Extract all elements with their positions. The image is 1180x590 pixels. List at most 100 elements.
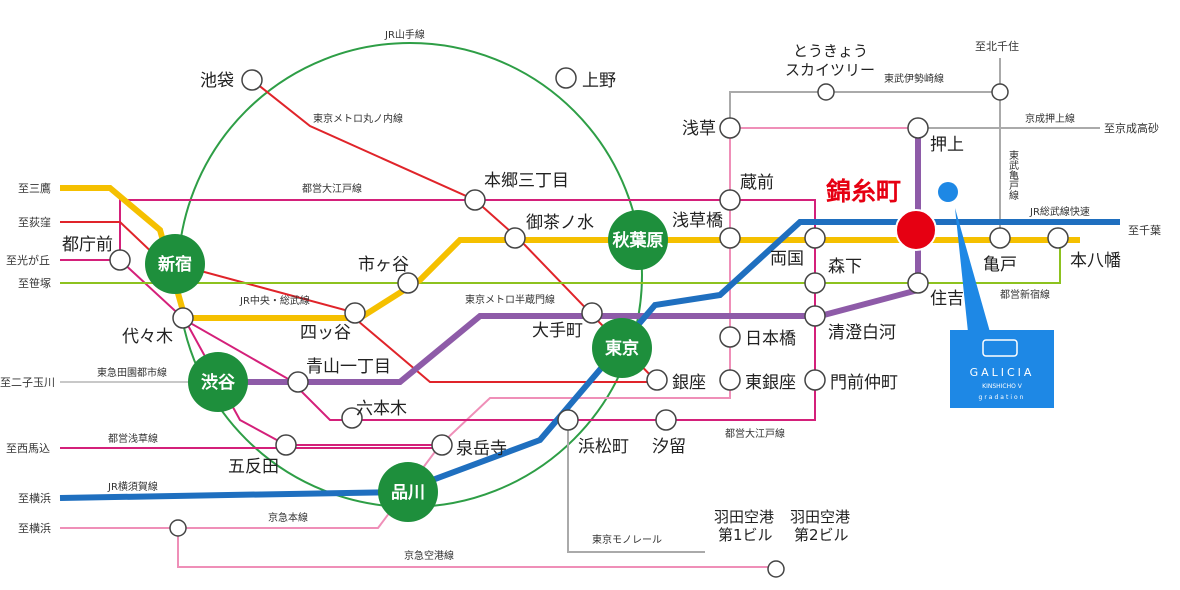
station-keikyu-west	[169, 519, 187, 537]
dir-sasazuka: 至笹塚	[18, 277, 51, 290]
station-shiodome	[655, 409, 677, 431]
label-haneda2-1: 羽田空港	[790, 508, 850, 526]
label-hongo: 本郷三丁目	[484, 171, 569, 191]
station-ueno	[555, 67, 577, 89]
line-label-hanzomon: 東京メトロ半蔵門線	[465, 293, 555, 306]
hub-shibuya: 渋谷	[188, 352, 248, 412]
station-asakusabashi	[719, 227, 741, 249]
label-yoyogi: 代々木	[122, 327, 173, 347]
label-yotsuya: 四ッ谷	[300, 323, 351, 343]
station-monzen	[804, 369, 826, 391]
label-ueno: 上野	[582, 71, 616, 91]
line-label-sobu-rapid: JR総武線快速	[1029, 205, 1090, 218]
hub-shinagawa: 品川	[378, 462, 438, 522]
station-tochomae	[109, 249, 131, 271]
label-roppongi: 六本木	[356, 399, 407, 419]
line-label-keisei-oshiage: 京成押上線	[1025, 112, 1075, 125]
station-gotanda	[275, 434, 297, 456]
line-label-chuo-sobu: JR中央・総武線	[239, 294, 310, 307]
dir-keiseitakasago: 至京成高砂	[1104, 121, 1159, 135]
station-kitasenju	[991, 83, 1009, 101]
line-label-yamanote: JR山手線	[384, 28, 425, 41]
station-sengakuji	[431, 434, 453, 456]
station-ryogoku	[804, 227, 826, 249]
station-aoyama	[287, 371, 309, 393]
label-asakusa: 浅草	[682, 119, 716, 139]
line-label-yokosuka: JR横須賀線	[107, 480, 158, 493]
station-yotsuya	[344, 302, 366, 324]
line-label-oedo: 都営大江戸線	[302, 182, 362, 195]
label-tochomae: 都庁前	[62, 235, 113, 255]
station-otemachi	[581, 302, 603, 324]
station-asakusa	[719, 117, 741, 139]
label-sumiyoshi: 住吉	[930, 289, 964, 309]
line-label-tobu-isesaki: 東武伊勢崎線	[884, 72, 944, 85]
station-roppongi	[341, 407, 363, 429]
label-monzen: 門前仲町	[830, 373, 898, 393]
asakusa-line	[178, 128, 731, 529]
hanzomon-line	[215, 130, 921, 385]
label-nihonbashi: 日本橋	[745, 329, 796, 349]
station-yoyogi	[172, 307, 194, 329]
dir-nishimagome: 至西馬込	[6, 442, 50, 455]
galicia-tag: gradation	[979, 394, 1026, 401]
dir-ogikubo: 至荻窪	[18, 215, 51, 229]
label-skytree-2: スカイツリー	[785, 61, 875, 79]
kinshicho-label: 錦糸町	[826, 177, 901, 206]
station-kiyosumi	[804, 305, 826, 327]
label-ginza: 銀座	[672, 373, 706, 393]
label-aoyama: 青山一丁目	[306, 357, 391, 377]
station-kameido	[989, 227, 1011, 249]
label-kameido: 亀戸	[983, 255, 1017, 275]
dir-kitasenju: 至北千住	[975, 39, 1019, 53]
station-skytree	[817, 83, 835, 101]
line-label-marunouchi: 東京メトロ丸ノ内線	[313, 112, 403, 125]
dir-yokohama-1: 至横浜	[18, 491, 51, 505]
station-higashiginza	[719, 369, 741, 391]
station-nihonbashi	[719, 326, 741, 348]
station-haneda-end	[767, 560, 785, 578]
station-ginza	[646, 369, 668, 391]
line-label-keikyu: 京急本線	[268, 511, 308, 524]
galicia-marker	[938, 182, 958, 202]
line-label-oedo2: 都営大江戸線	[725, 427, 785, 440]
dir-hikarigaoka: 至光が丘	[6, 253, 50, 267]
hub-label-shinjuku: 新宿	[158, 254, 192, 275]
oedo-line	[60, 199, 816, 421]
galicia-box	[950, 330, 1054, 408]
hub-tokyo: 東京	[592, 318, 652, 378]
station-morishita	[804, 272, 826, 294]
label-ikebukuro: 池袋	[200, 71, 234, 91]
line-label-monorail: 東京モノレール	[592, 533, 662, 546]
dir-futakotamagawa: 至二子玉川	[0, 376, 55, 389]
hub-label-akihabara: 秋葉原	[613, 230, 664, 251]
label-haneda1-2: 第1ビル	[718, 526, 773, 544]
label-morishita: 森下	[828, 257, 862, 277]
station-sumiyoshi	[907, 272, 929, 294]
tobu-isesaki-line	[729, 91, 1001, 228]
label-oshiage: 押上	[930, 135, 964, 155]
hub-label-shinagawa: 品川	[391, 483, 425, 503]
dir-mitaka: 至三鷹	[18, 181, 51, 195]
keikyu-airport-line	[177, 528, 776, 568]
label-ryogoku: 両国	[770, 249, 804, 269]
line-label-asakusa: 都営浅草線	[108, 432, 158, 445]
station-ichigaya	[397, 272, 419, 294]
label-motoyawata: 本八幡	[1070, 251, 1121, 271]
label-otemachi: 大手町	[532, 321, 583, 341]
line-label-tobu-kameido: 東武亀戸線	[1007, 149, 1019, 200]
galicia-pointer	[955, 208, 990, 332]
shinjuku-line	[60, 240, 1061, 284]
station-hamamatsucho	[557, 409, 579, 431]
label-ochanomizu: 御茶ノ水	[526, 213, 594, 233]
monorail-line	[567, 420, 705, 553]
hub-shinjuku: 新宿	[145, 234, 205, 294]
label-ichigaya: 市ヶ谷	[358, 255, 409, 275]
line-label-denentoshi: 東急田園都市線	[97, 366, 167, 379]
marunouchi-west	[60, 221, 655, 383]
label-skytree-1: とうきょう	[793, 42, 868, 60]
station-hongo	[464, 189, 486, 211]
label-sengakuji: 泉岳寺	[456, 439, 507, 459]
label-haneda2-2: 第2ビル	[794, 526, 849, 544]
